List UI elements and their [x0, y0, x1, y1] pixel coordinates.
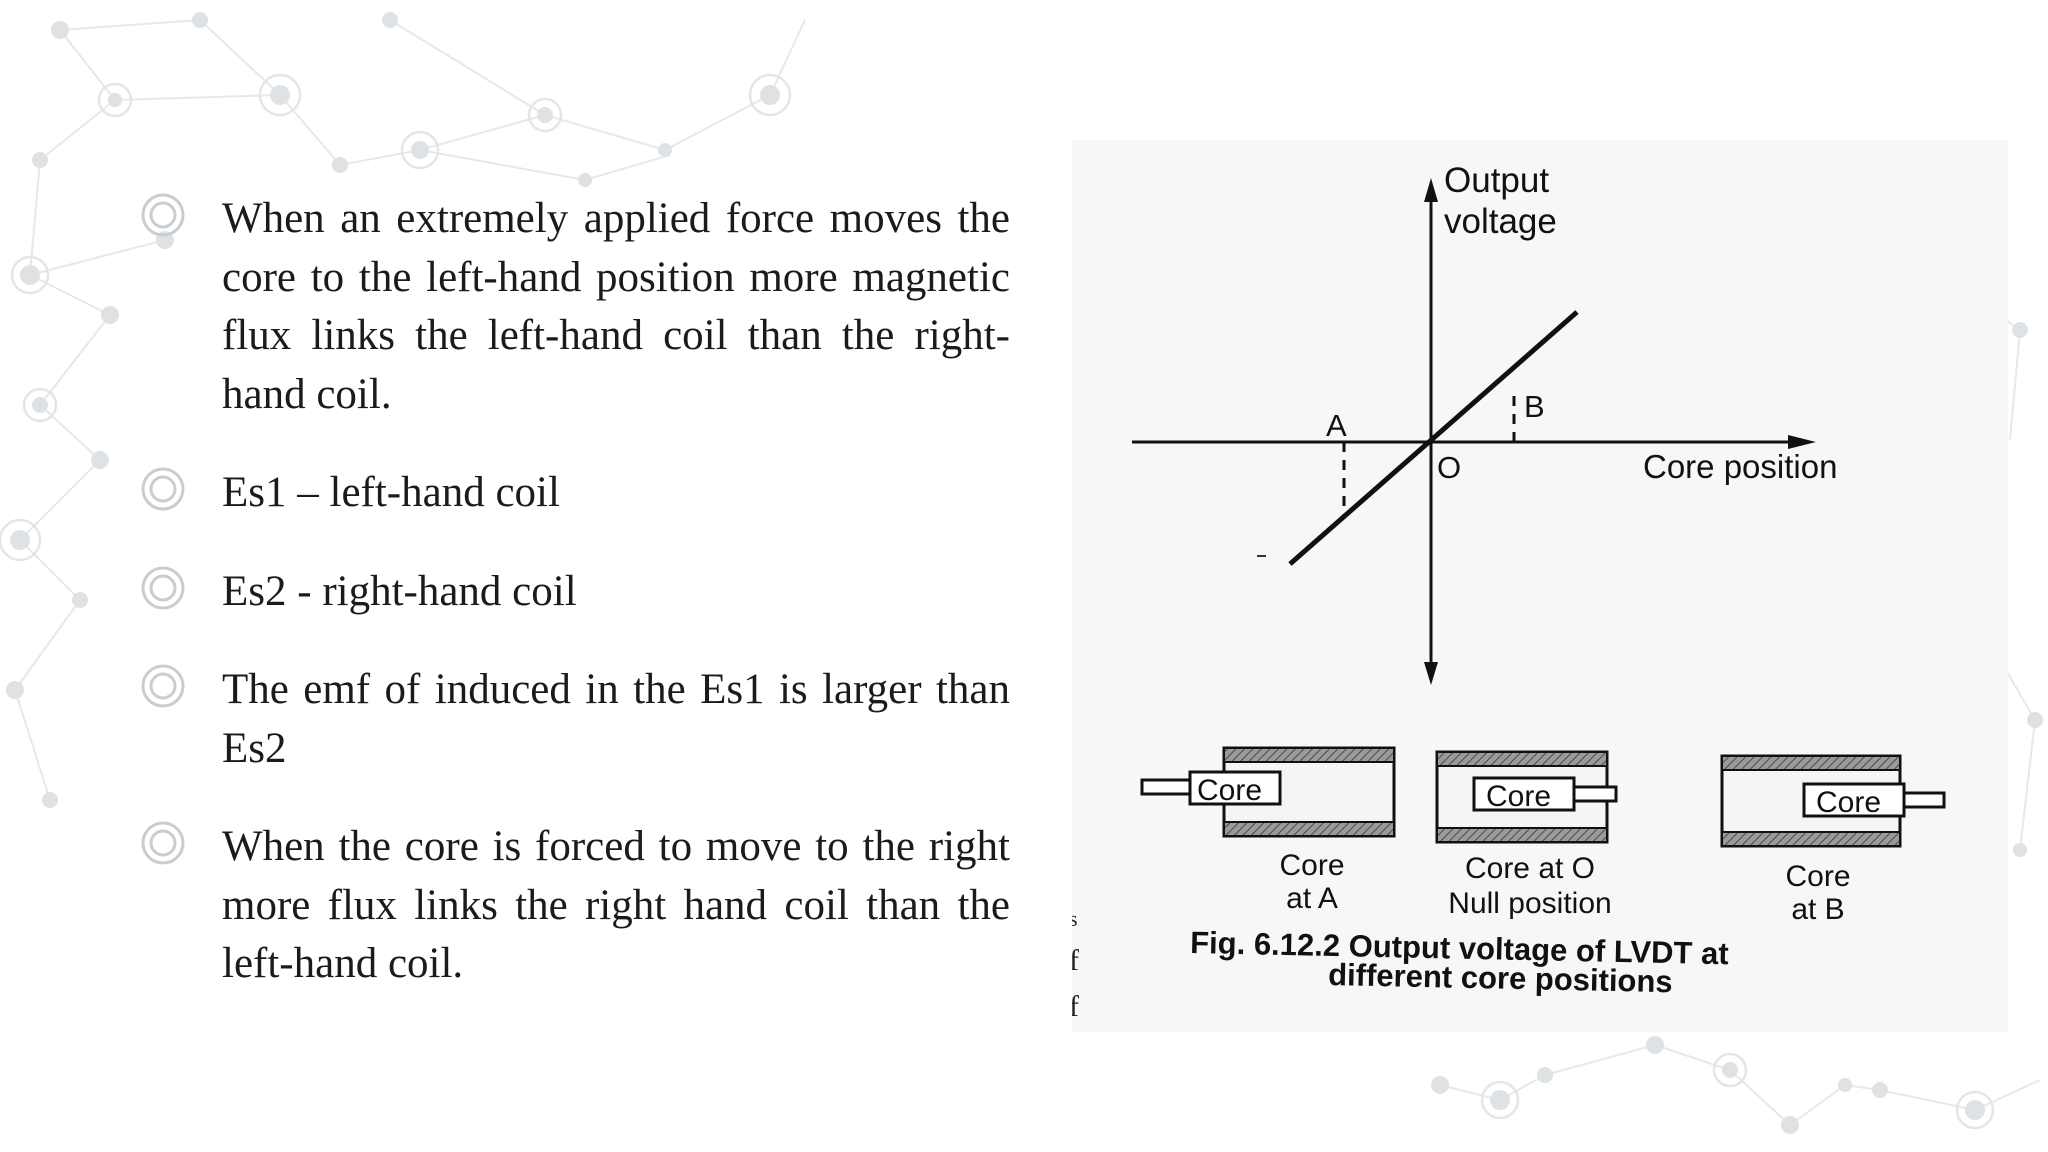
ring-bullet-icon: [141, 664, 185, 708]
bullet-item-1: When an extremely applied force moves th…: [140, 190, 1010, 424]
x-axis-arrow-icon: [1788, 435, 1816, 449]
bullet-text: The emf of induced in the Es1 is larger …: [222, 666, 1010, 772]
margin-mark: s: [1072, 906, 1078, 931]
lvdt-figure: Output voltage Core position A B O Core …: [1072, 140, 2008, 1032]
core-label: Core: [1486, 780, 1551, 813]
core-label: Core: [1816, 786, 1881, 819]
bullet-text: Es1 – left-hand coil: [222, 469, 560, 516]
margin-mark: f: [1072, 944, 1079, 977]
core-o-caption-line2: Null position: [1448, 887, 1611, 920]
y-axis-label-line1: Output: [1444, 161, 1549, 200]
ring-bullet-icon: [141, 193, 185, 237]
ring-bullet-icon: [141, 821, 185, 865]
figure-caption-line2: different core positions: [1328, 957, 1673, 999]
point-b-label: B: [1524, 389, 1545, 424]
origin-label: O: [1437, 450, 1461, 485]
core-label: Core: [1197, 774, 1262, 807]
bullet-item-2: Es1 – left-hand coil: [140, 464, 1010, 523]
ring-bullet-icon: [141, 467, 185, 511]
coil-at-a: Core: [1140, 746, 1396, 838]
y-axis-label-line2: voltage: [1444, 202, 1557, 241]
core-o-caption-line1: Core at O: [1465, 852, 1595, 885]
core-b-caption-line2: at B: [1791, 893, 1844, 926]
lvdt-figure-drawing: Output voltage Core position A B O Core …: [1072, 161, 1946, 1023]
bullet-item-5: When the core is forced to move to the r…: [140, 818, 1010, 994]
y-axis-arrow-icon: [1424, 178, 1438, 202]
coil-at-o: Core: [1435, 750, 1618, 844]
point-a-label: A: [1326, 408, 1347, 443]
ring-bullet-icon: [141, 566, 185, 609]
coil-at-b: Core: [1720, 754, 1946, 848]
bullet-text: When the core is forced to move to the r…: [222, 823, 1010, 987]
core-a-caption-line1: Core: [1279, 849, 1344, 882]
core-a-caption-line2: at A: [1286, 882, 1338, 915]
bullet-list: When an extremely applied force moves th…: [140, 190, 1010, 994]
core-b-caption-line1: Core: [1785, 860, 1850, 893]
x-axis-label: Core position: [1643, 448, 1837, 485]
bullet-item-3: Es2 - right-hand coil: [140, 563, 1010, 622]
margin-mark: f: [1072, 990, 1079, 1023]
y-axis-down-arrow-icon: [1424, 662, 1438, 685]
bullet-text: Es2 - right-hand coil: [222, 567, 577, 615]
output-voltage-line: [1288, 310, 1579, 566]
bullet-text: When an extremely applied force moves th…: [222, 195, 1010, 418]
bullet-item-4: The emf of induced in the Es1 is larger …: [140, 661, 1010, 778]
